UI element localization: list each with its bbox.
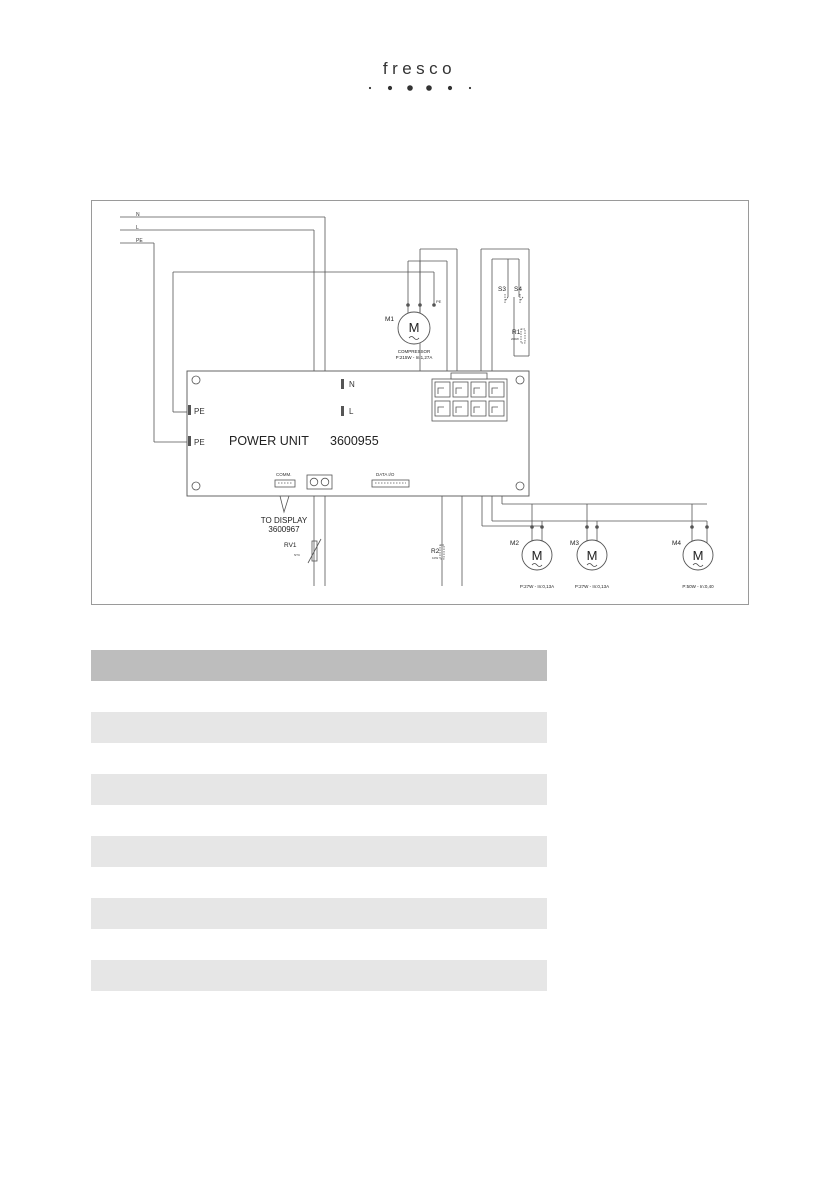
motor-m4-icon bbox=[682, 539, 714, 571]
r1-label: R1 bbox=[512, 329, 521, 336]
table-row bbox=[91, 805, 547, 836]
wire-l-label: L bbox=[136, 225, 139, 231]
switch-wires bbox=[480, 248, 530, 373]
brand-name: fresco bbox=[382, 59, 457, 78]
motor-m3: M bbox=[576, 525, 608, 571]
table-row bbox=[91, 836, 547, 867]
r2-sub-label: 10W bbox=[432, 556, 438, 560]
mount-hole-icon bbox=[191, 481, 201, 491]
rv1-label: RV1 bbox=[284, 542, 297, 549]
r2-label: R2 bbox=[431, 548, 440, 555]
motor-m1-id: M1 bbox=[385, 316, 394, 323]
motor-m1-symbol: M bbox=[409, 320, 420, 335]
motor-m2-symbol: M bbox=[532, 548, 543, 563]
motor-m3-spec: P:27W - In:0,13A bbox=[575, 584, 609, 589]
wire-pe-label: PE bbox=[136, 238, 143, 244]
table-row bbox=[91, 867, 547, 898]
motor-m4: M bbox=[682, 525, 714, 571]
wiring-diagram: N L PE bbox=[91, 200, 749, 605]
terminal-pe-icon bbox=[188, 405, 191, 415]
table-row bbox=[91, 960, 547, 991]
data-io-label: DATA I/O bbox=[376, 472, 395, 477]
display-part-number: 3600967 bbox=[268, 525, 300, 534]
motor-m2-id: M2 bbox=[510, 540, 519, 547]
table-row bbox=[91, 929, 547, 960]
board-part-number: 3600955 bbox=[330, 434, 379, 448]
terminal-pe-icon bbox=[188, 436, 191, 446]
r2-resistor-icon bbox=[439, 544, 445, 560]
ntc-connector-icon bbox=[306, 474, 333, 490]
motor-m2: M bbox=[521, 525, 553, 571]
terminal-pe-label: PE bbox=[194, 407, 205, 416]
data-io-connector-icon bbox=[371, 479, 410, 488]
terminal-n-icon bbox=[341, 379, 344, 389]
terminal-l-icon bbox=[341, 406, 344, 416]
rv1-sub-label: NTC bbox=[294, 553, 301, 557]
board-title: POWER UNIT bbox=[229, 434, 309, 448]
table-row bbox=[91, 898, 547, 929]
relay-connector-block bbox=[431, 372, 508, 422]
table-row bbox=[91, 743, 547, 774]
switch-s4-icon bbox=[519, 294, 524, 304]
terminal-pe-label: PE bbox=[194, 438, 205, 447]
comm-label: COMM. bbox=[276, 472, 292, 477]
s3-label: S3 bbox=[498, 286, 506, 293]
motor-m3-symbol: M bbox=[587, 548, 598, 563]
table-row bbox=[91, 712, 547, 743]
motor-m1: M bbox=[397, 303, 436, 345]
compressor-spec: P:215W - In:1,27A bbox=[396, 355, 433, 360]
mount-hole-icon bbox=[515, 375, 525, 385]
logo-dots-icon bbox=[368, 85, 472, 91]
motor-m1-pe-label: PE bbox=[436, 299, 442, 304]
comm-connector-icon bbox=[274, 479, 296, 488]
table-row bbox=[91, 681, 547, 712]
motor-m3-icon bbox=[576, 539, 608, 571]
compressor-label: COMPRESSOR bbox=[398, 349, 431, 354]
motor-m4-spec: P:50W - In:0,40 bbox=[682, 584, 714, 589]
motor-m4-id: M4 bbox=[672, 540, 681, 547]
switch-s3-icon bbox=[504, 294, 509, 304]
r1-sub-label: 200W bbox=[511, 337, 519, 341]
to-display-arrow-icon bbox=[279, 495, 290, 514]
to-display-label: TO DISPLAY bbox=[261, 516, 308, 525]
mount-hole-icon bbox=[191, 375, 201, 385]
motor-m1-icon bbox=[397, 311, 431, 345]
legend-table bbox=[91, 650, 547, 991]
terminal-l-label: L bbox=[349, 407, 354, 416]
motor-m2-spec: P:27W - In:0,13A bbox=[520, 584, 554, 589]
table-header-row bbox=[91, 650, 547, 681]
r1-resistor-icon bbox=[520, 328, 526, 344]
motor-m3-id: M3 bbox=[570, 540, 579, 547]
rv1-resistor-icon bbox=[311, 540, 318, 562]
table-row bbox=[91, 774, 547, 805]
brand-logo bbox=[0, 40, 839, 91]
s4-label: S4 bbox=[514, 286, 522, 293]
motor-m2-icon bbox=[521, 539, 553, 571]
wire-n-label: N bbox=[136, 212, 140, 218]
motor-m4-symbol: M bbox=[693, 548, 704, 563]
mount-hole-icon bbox=[515, 481, 525, 491]
terminal-n-label: N bbox=[349, 380, 355, 389]
